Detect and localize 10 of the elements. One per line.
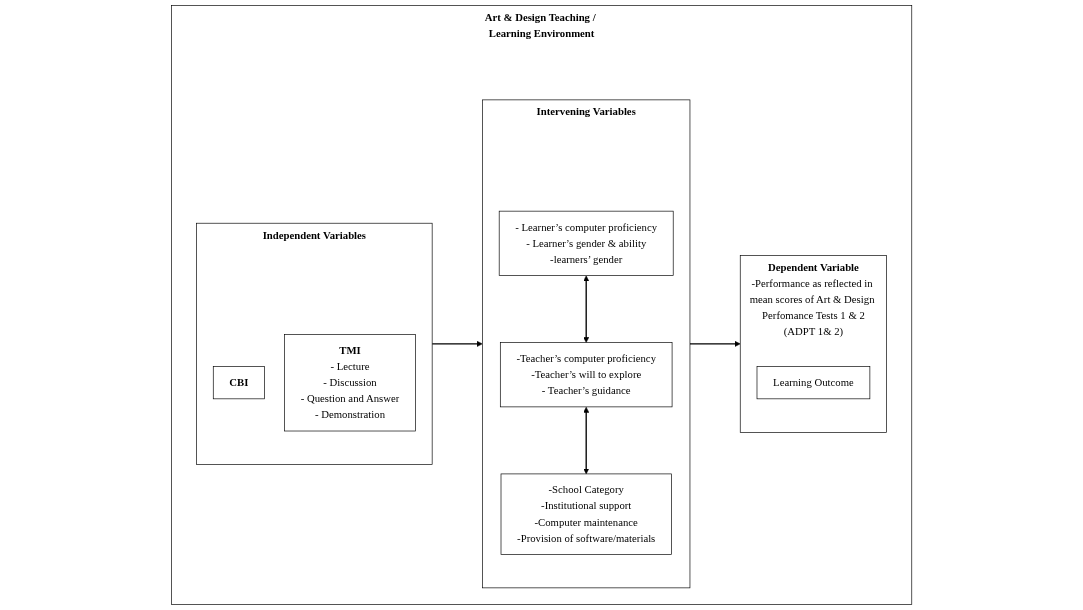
node-box: - Learner’s computer proficiency - Learner’s gender & ability -learners’ gender xyxy=(498,210,674,276)
node-box: CBI xyxy=(212,366,265,400)
node-box: -School Category -Institutional support -Computer maintenance -Provision of software/materials xyxy=(500,473,672,555)
arrow xyxy=(583,275,590,343)
arrow xyxy=(583,406,590,475)
node-box: Learning Outcome xyxy=(756,366,871,400)
node-box: TMI - Lecture - Discussion - Question and Answer - Demonstration xyxy=(284,334,416,432)
arrow xyxy=(689,340,741,347)
arrow xyxy=(431,340,483,347)
node-box: -Teacher’s computer proficiency -Teacher’s will to explore - Teacher’s guidance xyxy=(499,342,673,408)
